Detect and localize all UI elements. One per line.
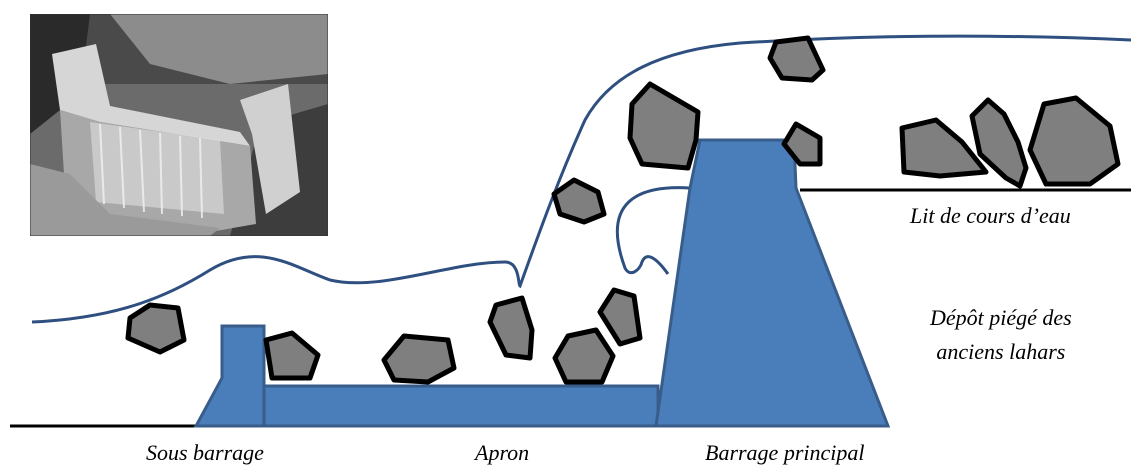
boulders: [125, 35, 1121, 385]
label-depot-line2: anciens lahars: [936, 339, 1066, 364]
water-splash-line: [615, 186, 691, 275]
label-depot-line1: Dépôt piégé des: [930, 305, 1072, 330]
boulder: [597, 287, 643, 347]
boulder: [263, 330, 321, 381]
boulder: [781, 121, 823, 167]
label-depot-lahars: Dépôt piégé des anciens lahars: [930, 301, 1072, 369]
boulder: [899, 117, 989, 179]
boulder: [552, 327, 616, 385]
boulder: [381, 333, 457, 385]
boulder: [125, 302, 187, 355]
sous-barrage-shape: [193, 324, 266, 428]
boulder: [487, 295, 535, 361]
label-lit-cours-eau: Lit de cours d’eau: [910, 203, 1071, 228]
boulder: [767, 35, 826, 83]
boulder: [969, 97, 1029, 189]
label-apron: Apron: [475, 440, 530, 465]
boulder: [627, 81, 701, 171]
barrage-principal-shape: [654, 138, 891, 428]
label-sous-barrage: Sous barrage: [146, 440, 264, 465]
boulder: [551, 177, 607, 225]
label-barrage-principal: Barrage principal: [705, 440, 865, 465]
sabo-dam-photo: [30, 14, 328, 236]
boulder: [1027, 95, 1121, 187]
apron-slab: [260, 384, 660, 428]
